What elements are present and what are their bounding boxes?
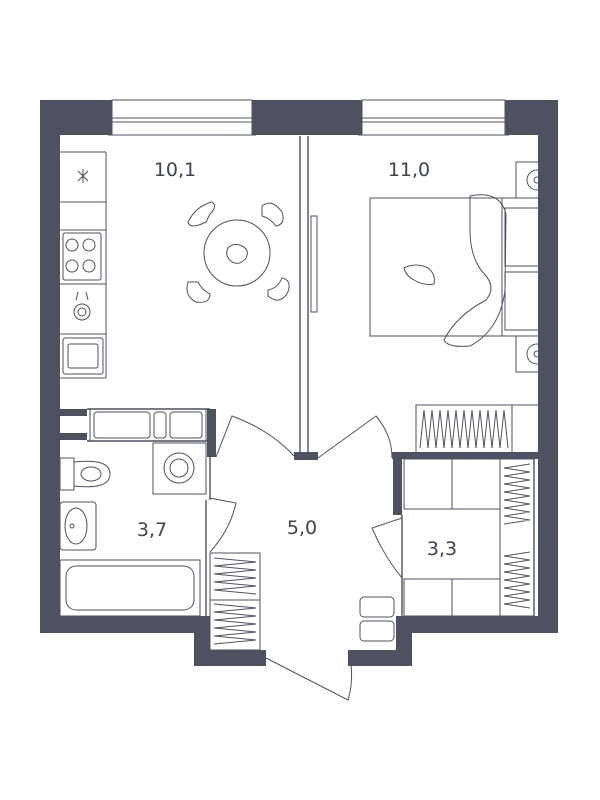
window-bedroom (358, 99, 509, 136)
bathroom-area-label: 3,7 (137, 519, 167, 541)
interior-walls (60, 136, 538, 616)
kitchen-counter (60, 151, 107, 379)
window-kitchen (108, 99, 256, 136)
door-bedroom (317, 415, 393, 459)
shoe-rack-icon (359, 596, 395, 642)
hall-area-label: 5,0 (287, 517, 317, 539)
bathtub-icon (59, 559, 201, 617)
bedroom-wardrobe-icon (415, 404, 551, 454)
washing-machine-icon (152, 442, 207, 495)
outer-walls (40, 100, 558, 666)
storage-shelves-icon (403, 458, 535, 617)
faucet-icon (73, 291, 91, 321)
storage-area-label: 3,3 (427, 538, 457, 560)
hall-wardrobe-icon (209, 552, 261, 651)
door-entrance (265, 657, 353, 701)
kitchen-area-label: 10,1 (154, 159, 196, 181)
bath-cabinet-icon (89, 408, 207, 442)
wall-panel-icon (310, 215, 318, 313)
stove-icon (62, 232, 102, 281)
fridge-icon (77, 169, 89, 183)
dining-set-icon (186, 201, 290, 303)
bedroom-area-label: 11,0 (388, 159, 430, 181)
door-kitchen (215, 415, 295, 458)
door-storage (371, 517, 403, 579)
bed-icon (369, 194, 546, 347)
washbasin-icon (59, 501, 97, 551)
sink-icon (62, 337, 104, 375)
door-bathroom (209, 497, 237, 553)
nightstand-bottom-icon (515, 335, 551, 373)
nightstand-top-icon (515, 161, 551, 199)
toilet-icon (59, 457, 111, 491)
